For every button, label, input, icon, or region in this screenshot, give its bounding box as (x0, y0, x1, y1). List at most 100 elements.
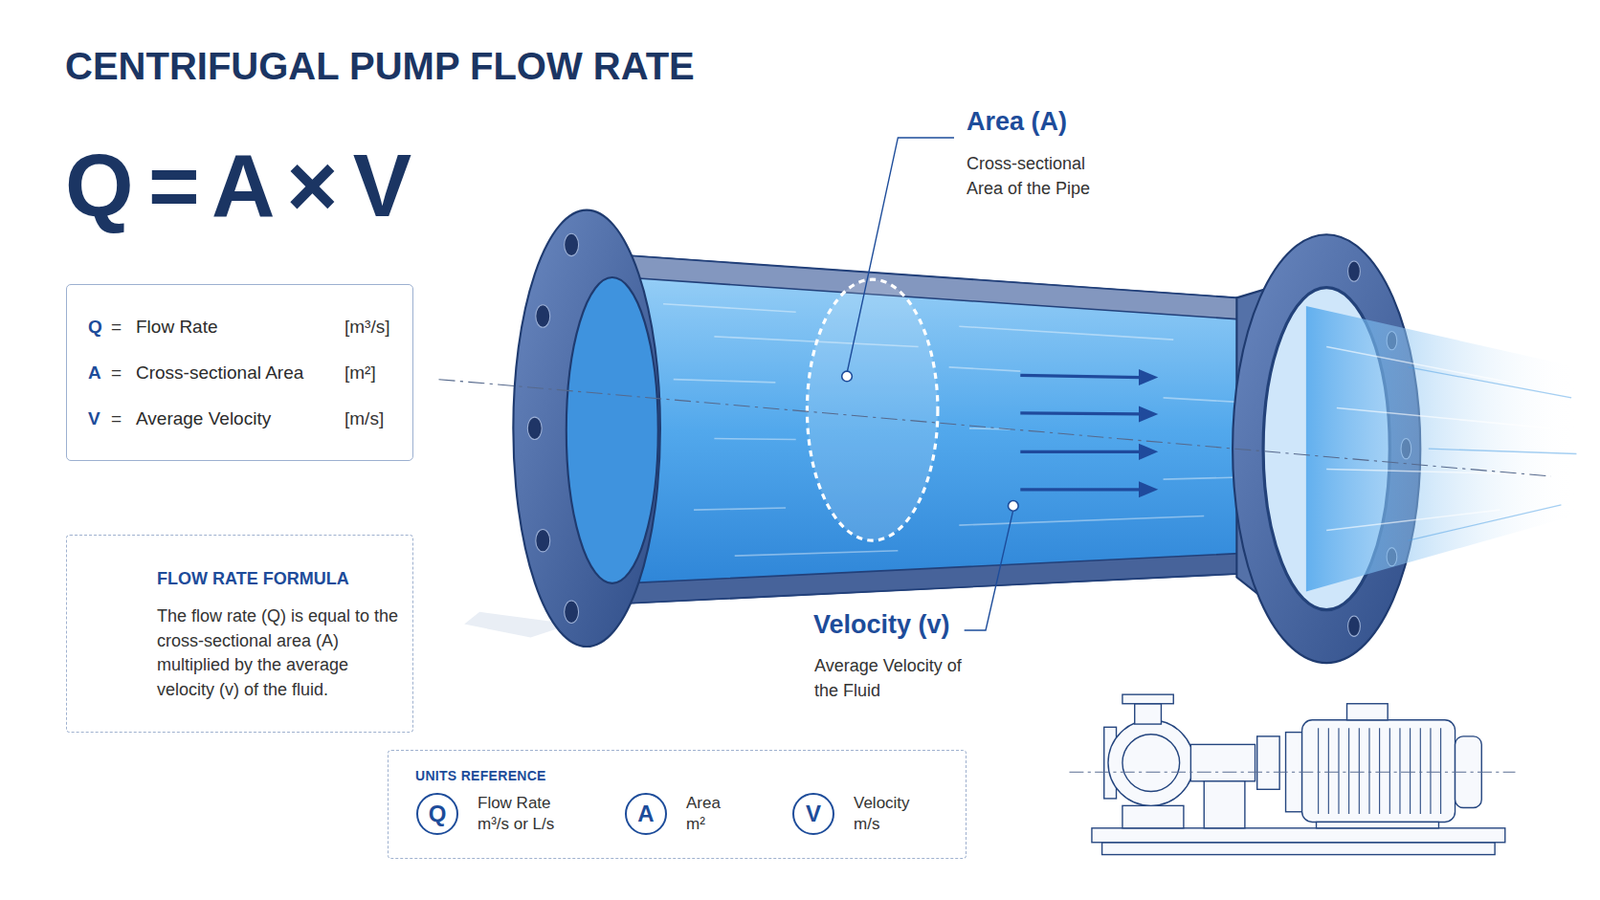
pump-drawing-part (1091, 828, 1506, 844)
unit-text: Velocity (853, 793, 911, 815)
unit-text: m³/s or L/s (477, 814, 555, 836)
pipe-body (617, 255, 1253, 605)
definition-unit: [m³/s] (344, 316, 396, 338)
pump-drawing-part (1190, 744, 1255, 781)
pump-drawing-part (1122, 694, 1174, 705)
pump-drawing-part-part (1409, 728, 1411, 815)
pump-drawing-part (1102, 843, 1496, 856)
definition-letter: A (88, 362, 112, 384)
water-jet-part-part (1407, 367, 1572, 399)
pump-drawing-part (1068, 772, 1515, 774)
formula-text: Q = A × V (65, 141, 412, 230)
pump-drawing-part (1122, 805, 1184, 828)
callout-heading: Velocity (v) (813, 610, 951, 641)
symbol-circle: Q (416, 793, 459, 836)
pump-drawing-part-part (1337, 728, 1339, 815)
definition-letter: Q (88, 316, 112, 338)
pump-drawing-part (1108, 720, 1195, 807)
definition-unit: [m²] (344, 362, 396, 384)
definition-box: Q=Flow Rate[m³/s]A=Cross-sectional Area[… (66, 284, 414, 462)
callout-description: Cross-sectional Area of the Pipe (966, 151, 1120, 201)
unit-text: m² (686, 814, 721, 836)
left-flange-part (512, 210, 661, 647)
left-flange-part (564, 600, 579, 623)
callout-description: Average Velocity of the Fluid (814, 653, 973, 704)
water-jet-part-part (1336, 408, 1552, 429)
unit-text: m/s (853, 814, 911, 836)
pump-drawing-part-part (1389, 728, 1391, 815)
water-streaks-part (958, 326, 1174, 340)
water-streaks-part (1163, 477, 1241, 480)
unit-symbol: A (637, 800, 654, 828)
pump-drawing-part-part (1317, 728, 1319, 815)
water-streaks-part (673, 379, 777, 383)
pump-drawing-part (1134, 704, 1162, 725)
water-jet-part-part (1326, 347, 1511, 383)
pump-drawing-part (1257, 736, 1280, 790)
flow-arrows-part (1020, 375, 1141, 378)
centerline (439, 379, 1552, 477)
water-streaks-part (734, 551, 899, 556)
flow-arrows-part (1138, 405, 1158, 423)
unit-item: Q Flow Ratem³/s or L/s (416, 793, 625, 836)
definition-name: Cross-sectional Area (135, 362, 345, 384)
pump-drawing-part (1122, 734, 1180, 793)
pump-drawing-part-part (1368, 728, 1370, 815)
definition-eq: = (111, 362, 136, 384)
pump-drawing-part (1302, 720, 1456, 823)
pump-drawing-part-part (1420, 728, 1422, 815)
flow-arrows-part (1138, 369, 1158, 386)
pump-drawing-part-part (1399, 728, 1400, 815)
leader-lines-part (846, 137, 955, 374)
unit-symbol: V (805, 800, 822, 828)
note-body: The flow rate (Q) is equal to the cross-… (156, 604, 400, 703)
pump-drawing-part-part (1328, 728, 1330, 815)
definition-eq: = (111, 408, 136, 430)
centerline-part (439, 379, 1552, 477)
definition-unit: [m/s] (344, 408, 396, 430)
pump-drawing-part (1347, 704, 1389, 721)
leader-lines-part (1008, 501, 1020, 512)
left-flange (512, 210, 661, 647)
pump-drawing-part-part (1348, 728, 1350, 815)
pipe-body-part (617, 255, 1253, 321)
pump-drawing-part-part (1429, 728, 1431, 815)
right-flange-part (1348, 261, 1361, 282)
flow-arrows-part (1020, 488, 1141, 491)
flow-arrows-part (1020, 413, 1141, 415)
units-box: UNITS REFERENCEQFlow Ratem³/s or L/sAAre… (387, 750, 967, 860)
pump-drawing-part-part (1358, 728, 1360, 815)
water-jet-part (1326, 347, 1552, 532)
water-jet-part-part (1326, 510, 1500, 531)
water-jet-part-part (1428, 448, 1578, 454)
note-heading: FLOW RATE FORMULA (156, 569, 400, 590)
flow-arrows-part (1138, 444, 1158, 461)
left-flange-part (527, 417, 542, 440)
water-streaks-part (1163, 398, 1236, 402)
water-jet (1306, 306, 1578, 593)
water-streaks-part (958, 516, 1204, 527)
diagram-title: CENTRIFUGAL PUMP FLOW RATE (65, 44, 695, 89)
right-flange-part (1348, 616, 1361, 637)
unit-text: Area (686, 793, 721, 815)
cross-section-marker-part (806, 279, 937, 541)
note-box: FLOW RATE FORMULA The flow rate (Q) is eq… (66, 534, 414, 734)
water-streaks-part (949, 367, 1022, 372)
water-jet-part-part (1407, 505, 1561, 541)
left-flange-part (535, 305, 551, 328)
pump-drawing-part (1318, 728, 1442, 815)
unit-item: V Velocitym/s (792, 793, 911, 836)
symbol-circle: V (792, 793, 835, 836)
water-jet-part-part (1326, 468, 1531, 474)
definition-letter: V (88, 408, 112, 430)
pump-drawing-part (1316, 822, 1440, 828)
water-streaks (663, 304, 1240, 556)
leader-lines-part (842, 371, 853, 382)
leader-lines (842, 137, 1019, 631)
left-flange-part (566, 277, 659, 584)
water-jet-part (1306, 306, 1578, 593)
flow-arrows-part (1020, 450, 1141, 454)
unit-text: Flow Rate (477, 793, 555, 815)
pump-drawing-part (1203, 781, 1245, 829)
